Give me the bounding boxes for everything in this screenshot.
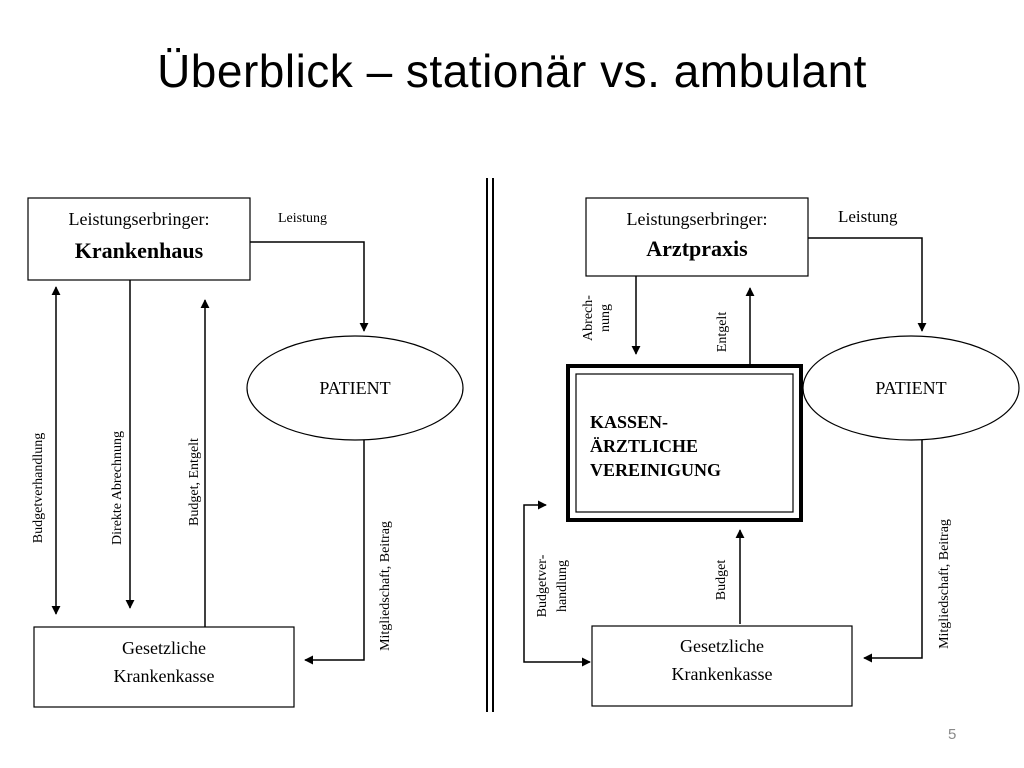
payment-label: Entgelt xyxy=(715,312,730,353)
budget-label: Budget xyxy=(714,560,729,601)
left-diagram: Leistungserbringer: Krankenhaus Leistung… xyxy=(27,197,464,708)
membership-label: Mitgliedschaft, Beitrag xyxy=(937,519,952,649)
kv-line1: KASSEN- xyxy=(590,412,668,432)
membership-label: Mitgliedschaft, Beitrag xyxy=(378,521,393,651)
service-label: Leistung xyxy=(278,211,327,226)
membership-arrow xyxy=(863,440,923,663)
patient-label: PATIENT xyxy=(319,378,390,398)
patient-ellipse xyxy=(246,335,464,441)
provider-label: Leistungserbringer: xyxy=(627,209,768,229)
provider-label: Leistungserbringer: xyxy=(69,209,210,229)
provider-name: Arztpraxis xyxy=(646,236,748,261)
insurer-line2: Krankenkasse xyxy=(114,666,215,686)
patient-label: PATIENT xyxy=(875,378,946,398)
insurer-line1: Gesetzliche xyxy=(122,638,206,658)
service-label: Leistung xyxy=(838,207,898,226)
budget-negotiation-label-line1: Budgetver- xyxy=(535,554,550,617)
slide-title: Überblick – stationär vs. ambulant xyxy=(157,45,867,97)
provider-name: Krankenhaus xyxy=(75,238,204,263)
billing-label-line1: Abrech- xyxy=(581,295,596,341)
budget-negotiation-arrow xyxy=(523,500,591,667)
budget-negotiation-label-line2: handlung xyxy=(555,560,570,612)
budget-payment-label: Budget, Entgelt xyxy=(187,438,202,526)
kv-line3: VEREINIGUNG xyxy=(590,460,721,480)
provider-box-practice xyxy=(585,197,809,277)
insurer-box xyxy=(33,626,295,708)
service-arrow xyxy=(808,237,927,332)
membership-arrow xyxy=(304,440,365,665)
kv-box-outer xyxy=(566,364,803,522)
kv-line2: ÄRZTLICHE xyxy=(590,436,698,456)
kv-box-inner xyxy=(575,373,794,513)
billing-label-line2: nung xyxy=(598,304,613,332)
provider-box-hospital xyxy=(27,197,251,281)
service-arrow xyxy=(250,241,369,332)
budget-negotiation-label: Budgetverhandlung xyxy=(31,433,46,543)
right-diagram: Leistungserbringer: Arztpraxis Leistung … xyxy=(523,197,1020,707)
insurer-line1: Gesetzliche xyxy=(680,636,764,656)
direct-billing-label: Direkte Abrechnung xyxy=(110,431,125,545)
insurer-line2: Krankenkasse xyxy=(672,664,773,684)
page-number: 5 xyxy=(948,726,957,743)
insurer-box xyxy=(591,625,853,707)
